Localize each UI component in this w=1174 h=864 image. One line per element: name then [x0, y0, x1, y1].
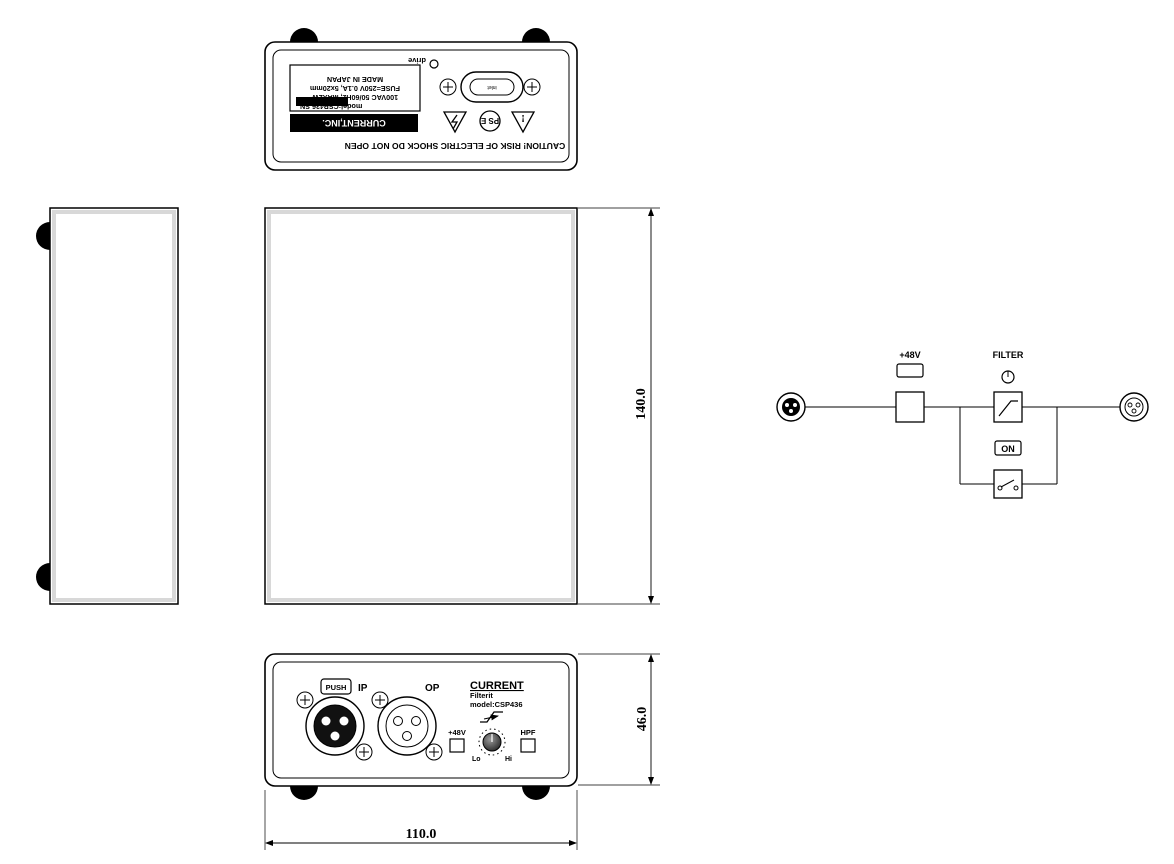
drive-knob-icon — [429, 59, 439, 69]
rubber-foot — [290, 28, 318, 42]
screw-cross — [375, 695, 385, 705]
switch-lever-icon — [1000, 479, 1015, 488]
pse-mark-text: PS E — [480, 116, 499, 125]
knob-scale — [478, 728, 506, 756]
xlr-pin-icon — [321, 716, 331, 726]
front-panel-view: PUSH IP OP CURRENT Filterit model:CSP436… — [264, 653, 578, 800]
front-product: Filterit — [470, 691, 493, 700]
filter-curve-icon — [480, 711, 503, 723]
phantom-block-switch — [896, 363, 924, 378]
top-view-bezel — [267, 210, 575, 602]
caution-warning-icon — [510, 111, 536, 134]
xlr-pin-icon — [393, 716, 403, 726]
knob-hi-label: Hi — [505, 756, 512, 763]
screw-cross — [359, 747, 369, 757]
hpf-label: HPF — [521, 728, 536, 737]
connector-pin-icon — [789, 409, 793, 413]
front-panel-inner — [272, 661, 570, 779]
rubber-foot — [36, 222, 50, 250]
push-label: PUSH — [326, 683, 347, 692]
connector-pin-icon — [1131, 408, 1137, 414]
connector-pin-icon — [785, 403, 789, 407]
front-model: model:CSP436 — [470, 700, 523, 709]
on-switch-label: ON — [1001, 444, 1015, 454]
top-view — [264, 207, 578, 605]
switch-contact-icon — [1013, 485, 1019, 491]
inlet-label: inlet — [487, 84, 497, 90]
rear-panel-view: CAUTION! RISK OF ELECTRIC SHOCK DO NOT O… — [264, 28, 578, 171]
xlr-pin-icon — [339, 716, 349, 726]
screw-cross — [443, 82, 453, 92]
height-dimension: 46.0 — [635, 707, 650, 732]
drive-label: drive — [408, 56, 426, 65]
phantom-switch — [449, 738, 465, 753]
phantom-block-label: +48V — [899, 350, 920, 360]
rubber-foot — [522, 28, 550, 42]
phantom-block — [895, 391, 925, 423]
power-text: 100VAC 50/60Hz, MAX2W — [312, 93, 398, 102]
filter-sweep-arrow — [483, 714, 499, 721]
model-sn-text: model:CSP436 SN — [300, 102, 362, 111]
caution-exclamation-icon: ! — [521, 112, 525, 124]
side-view — [36, 207, 179, 605]
connector-pin-icon — [1135, 402, 1141, 408]
connector-pin-icon — [793, 403, 797, 407]
fuse-text: FUSE=250V 0.1A, 5x20mm — [310, 84, 400, 93]
knob-lo-label: Lo — [472, 756, 481, 763]
xlr-pin-icon — [402, 731, 412, 741]
screw-cross — [300, 695, 310, 705]
bypass-switch-block — [993, 469, 1023, 499]
side-view-bezel — [52, 210, 176, 602]
serial-number-redaction — [296, 97, 348, 106]
xlr-output-body — [385, 704, 429, 748]
front-brand: CURRENT — [470, 680, 524, 692]
rubber-foot — [290, 786, 318, 800]
phantom-label: +48V — [448, 728, 466, 737]
input-connector-body — [782, 398, 800, 416]
output-label: OP — [425, 683, 440, 694]
power-inlet-socket — [469, 78, 515, 96]
width-dimension: 110.0 — [406, 827, 437, 842]
top-view-outline — [264, 207, 578, 605]
on-switch-label-box — [994, 440, 1022, 456]
connector-pin-icon — [1127, 402, 1133, 408]
side-view-outline — [49, 207, 179, 605]
output-connector-body — [1124, 397, 1144, 417]
origin-text: MADE IN JAPAN — [327, 75, 383, 84]
lightning-bolt-icon — [450, 114, 459, 130]
filter-block — [993, 391, 1023, 423]
depth-dimension: 140.0 — [634, 388, 649, 420]
rubber-foot — [36, 563, 50, 591]
xlr-pin-icon — [411, 716, 421, 726]
pse-mark-icon — [479, 110, 501, 132]
rubber-foot — [522, 786, 550, 800]
screw-cross — [527, 82, 537, 92]
screw-cross — [429, 747, 439, 757]
brand-plate — [290, 114, 418, 132]
brand-plate-text: CURRENT,INC. — [322, 118, 386, 128]
xlr-pin-icon — [330, 731, 340, 741]
xlr-input-body — [313, 704, 357, 748]
input-label: IP — [358, 683, 368, 694]
block-diagram: +48V FILTER ON — [776, 350, 1149, 499]
filter-block-label: FILTER — [993, 350, 1024, 360]
rear-panel-inner — [272, 49, 570, 163]
dimension-lines: 140.0 46.0 110.0 — [264, 207, 660, 850]
caution-text: CAUTION! RISK OF ELECTRIC SHOCK DO NOT O… — [345, 141, 566, 151]
hpf-switch — [520, 738, 536, 753]
filter-slope-icon — [998, 400, 1018, 417]
push-tab — [320, 678, 352, 695]
